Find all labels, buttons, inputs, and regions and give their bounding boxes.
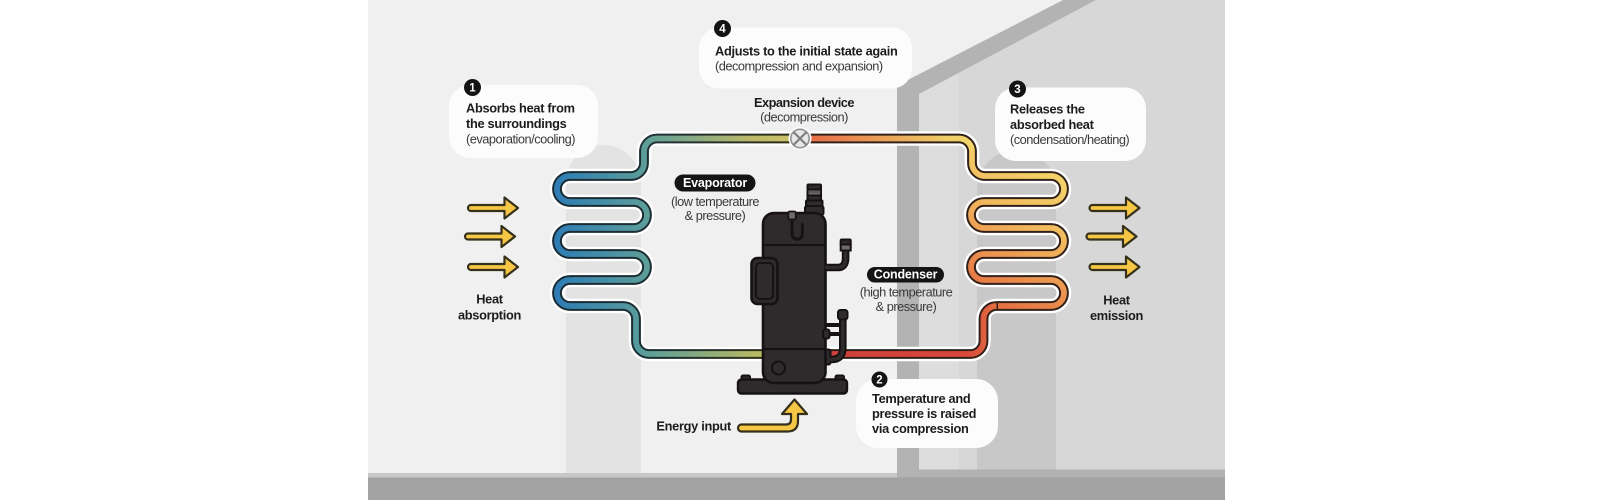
svg-text:Heat: Heat xyxy=(476,292,504,307)
svg-text:Releases the: Releases the xyxy=(1010,102,1085,117)
svg-text:emission: emission xyxy=(1090,308,1144,323)
svg-text:via compression: via compression xyxy=(872,421,969,436)
svg-text:(high temperature: (high temperature xyxy=(860,285,953,300)
svg-text:Evaporator: Evaporator xyxy=(683,176,747,190)
svg-text:(low temperature: (low temperature xyxy=(671,194,759,209)
svg-text:Heat: Heat xyxy=(1103,293,1131,308)
svg-text:Temperature and: Temperature and xyxy=(872,391,970,406)
svg-text:Absorbs heat from: Absorbs heat from xyxy=(466,101,575,116)
svg-text:4: 4 xyxy=(719,24,726,36)
svg-text:& pressure): & pressure) xyxy=(876,299,937,314)
svg-text:absorbed heat: absorbed heat xyxy=(1010,117,1095,132)
svg-text:Adjusts to the initial state a: Adjusts to the initial state again xyxy=(715,44,898,59)
svg-text:Energy input: Energy input xyxy=(656,419,732,434)
svg-text:Expansion device: Expansion device xyxy=(754,95,854,110)
svg-text:(decompression and expansion): (decompression and expansion) xyxy=(715,59,883,74)
svg-text:Condenser: Condenser xyxy=(874,268,938,282)
svg-text:2: 2 xyxy=(876,375,882,387)
svg-text:(condensation/heating): (condensation/heating) xyxy=(1010,132,1129,147)
svg-text:1: 1 xyxy=(469,83,476,95)
svg-text:the surroundings: the surroundings xyxy=(466,116,567,131)
svg-text:3: 3 xyxy=(1014,84,1020,96)
svg-text:pressure is raised: pressure is raised xyxy=(872,406,976,421)
svg-text:& pressure): & pressure) xyxy=(685,208,746,223)
svg-text:(decompression): (decompression) xyxy=(760,110,848,125)
svg-text:(evaporation/cooling): (evaporation/cooling) xyxy=(466,132,575,147)
svg-text:absorption: absorption xyxy=(458,308,522,323)
